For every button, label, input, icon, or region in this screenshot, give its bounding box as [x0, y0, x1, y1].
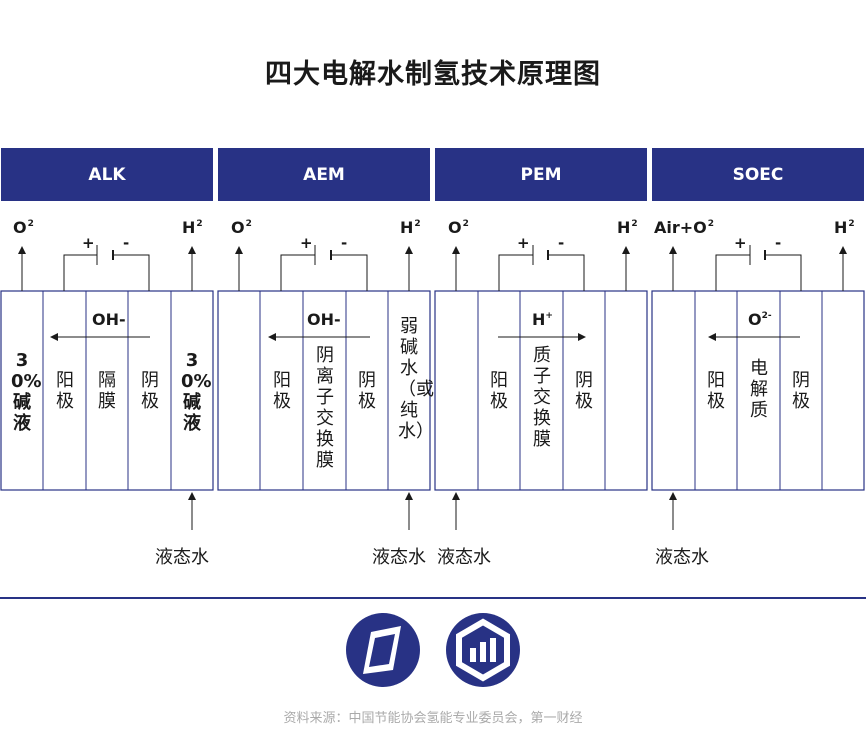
header-soec: SOEC — [652, 148, 864, 201]
aem-layer-4: 阴极 — [358, 370, 376, 412]
aem-layer-5: 弱碱水（或纯水） — [398, 316, 434, 442]
soec-minus: - — [775, 234, 782, 252]
soec-layer-2: 阳极 — [707, 370, 725, 412]
alk-ion: OH- — [92, 310, 126, 329]
pem-cell — [434, 245, 648, 530]
pem-layer-3: 质子交换膜 — [533, 345, 551, 450]
aem-cell — [217, 245, 431, 530]
alk-h2-label: H2 — [182, 218, 203, 237]
alk-layer-4: 阴极 — [141, 370, 159, 412]
pem-o2-label: O2 — [448, 218, 469, 237]
soec-o2-label: Air+O2 — [654, 218, 715, 237]
aem-ion: OH- — [307, 310, 341, 329]
source-note: 资料来源：中国节能协会氢能专业委员会，第一财经 — [283, 711, 583, 726]
aem-water-in: 液态水 — [372, 547, 426, 568]
header-pem: PEM — [435, 148, 647, 201]
soec-plus: + — [734, 234, 747, 252]
pem-water-in: 液态水 — [437, 547, 491, 568]
alk-minus: - — [123, 234, 130, 252]
alk-plus: + — [82, 234, 95, 252]
soec-h2-label: H2 — [834, 218, 855, 237]
logo-mark-right — [446, 613, 520, 687]
aem-layer-3: 阴离子交换膜 — [316, 345, 334, 471]
alk-cell — [0, 245, 214, 530]
soec-ion: O2- — [748, 310, 772, 329]
aem-layer-2: 阳极 — [273, 370, 291, 412]
alk-layer-1: 30%碱液 — [11, 350, 42, 434]
aem-plus: + — [300, 234, 313, 252]
soec-cell — [651, 245, 865, 530]
pem-plus: + — [517, 234, 530, 252]
alk-layer-3: 隔膜 — [98, 370, 116, 412]
header-alk: ALK — [1, 148, 213, 201]
diagram-title: 四大电解水制氢技术原理图 — [265, 59, 601, 90]
pem-layer-4: 阴极 — [575, 370, 593, 412]
pem-ion: H+ — [532, 310, 553, 329]
alk-layer-2: 阳极 — [56, 370, 74, 412]
header-aem: AEM — [218, 148, 430, 201]
soec-layer-3: 电解质 — [750, 358, 768, 421]
aem-h2-label: H2 — [400, 218, 421, 237]
soec-layer-4: 阴极 — [792, 370, 810, 412]
aem-o2-label: O2 — [231, 218, 252, 237]
pem-layer-2: 阳极 — [490, 370, 508, 412]
aem-minus: - — [341, 234, 348, 252]
alk-o2-label: O2 — [13, 218, 34, 237]
logo-mark-left — [346, 613, 420, 687]
alk-water-in: 液态水 — [155, 547, 209, 568]
soec-water-in: 液态水 — [655, 547, 709, 568]
pem-minus: - — [558, 234, 565, 252]
pem-h2-label: H2 — [617, 218, 638, 237]
alk-layer-5: 30%碱液 — [181, 350, 212, 434]
